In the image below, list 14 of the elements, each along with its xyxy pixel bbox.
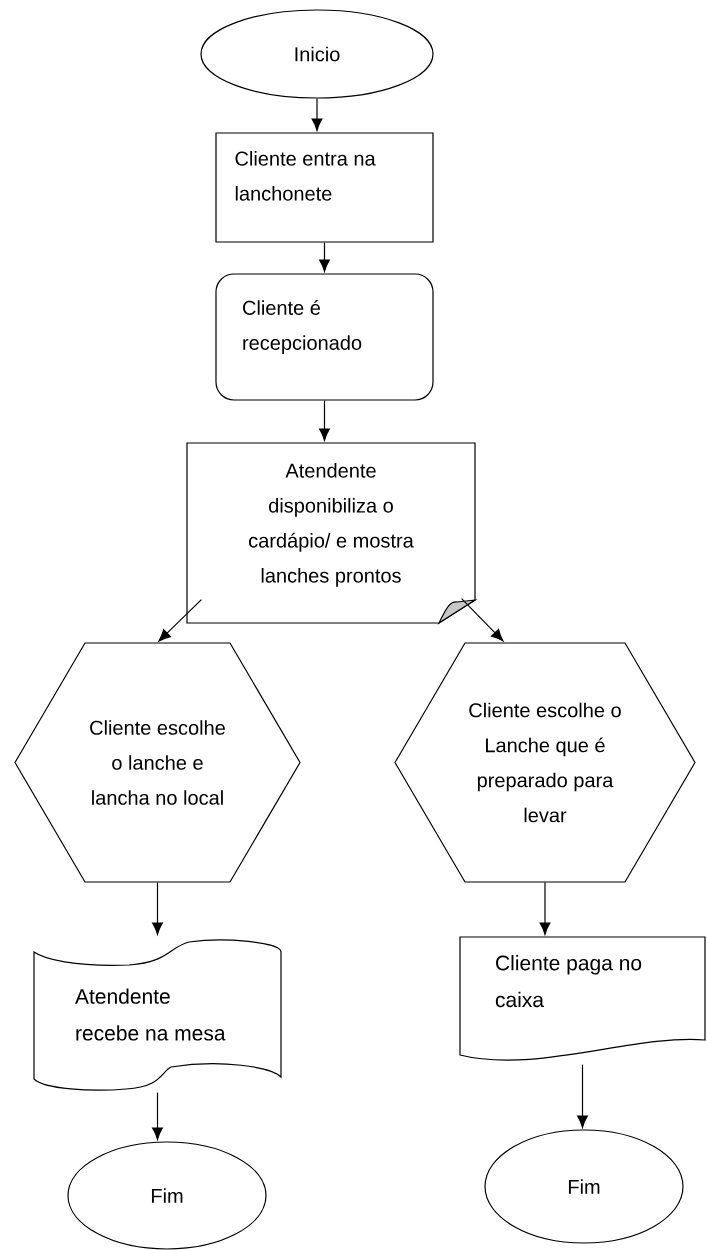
document-box: Atendente disponibiliza o cardápio/ e mostra lanches prontos (186, 442, 476, 624)
arrow (539, 882, 551, 935)
arrow (158, 599, 202, 642)
arrow (577, 1064, 588, 1128)
arrow (461, 598, 504, 642)
arrow (152, 1092, 163, 1140)
hexagon: Cliente escolhe o lanche e lancha no local (14, 642, 301, 883)
hexagon: Cliente escolhe o Lanche que é preparado para levar (394, 642, 696, 883)
arrow (152, 882, 163, 935)
arrow (311, 98, 323, 131)
process-box: Cliente é recepcionado (215, 273, 434, 401)
arrow (319, 400, 330, 441)
process-box: Cliente entra na lanchonete (215, 132, 434, 243)
arrow (319, 242, 330, 272)
